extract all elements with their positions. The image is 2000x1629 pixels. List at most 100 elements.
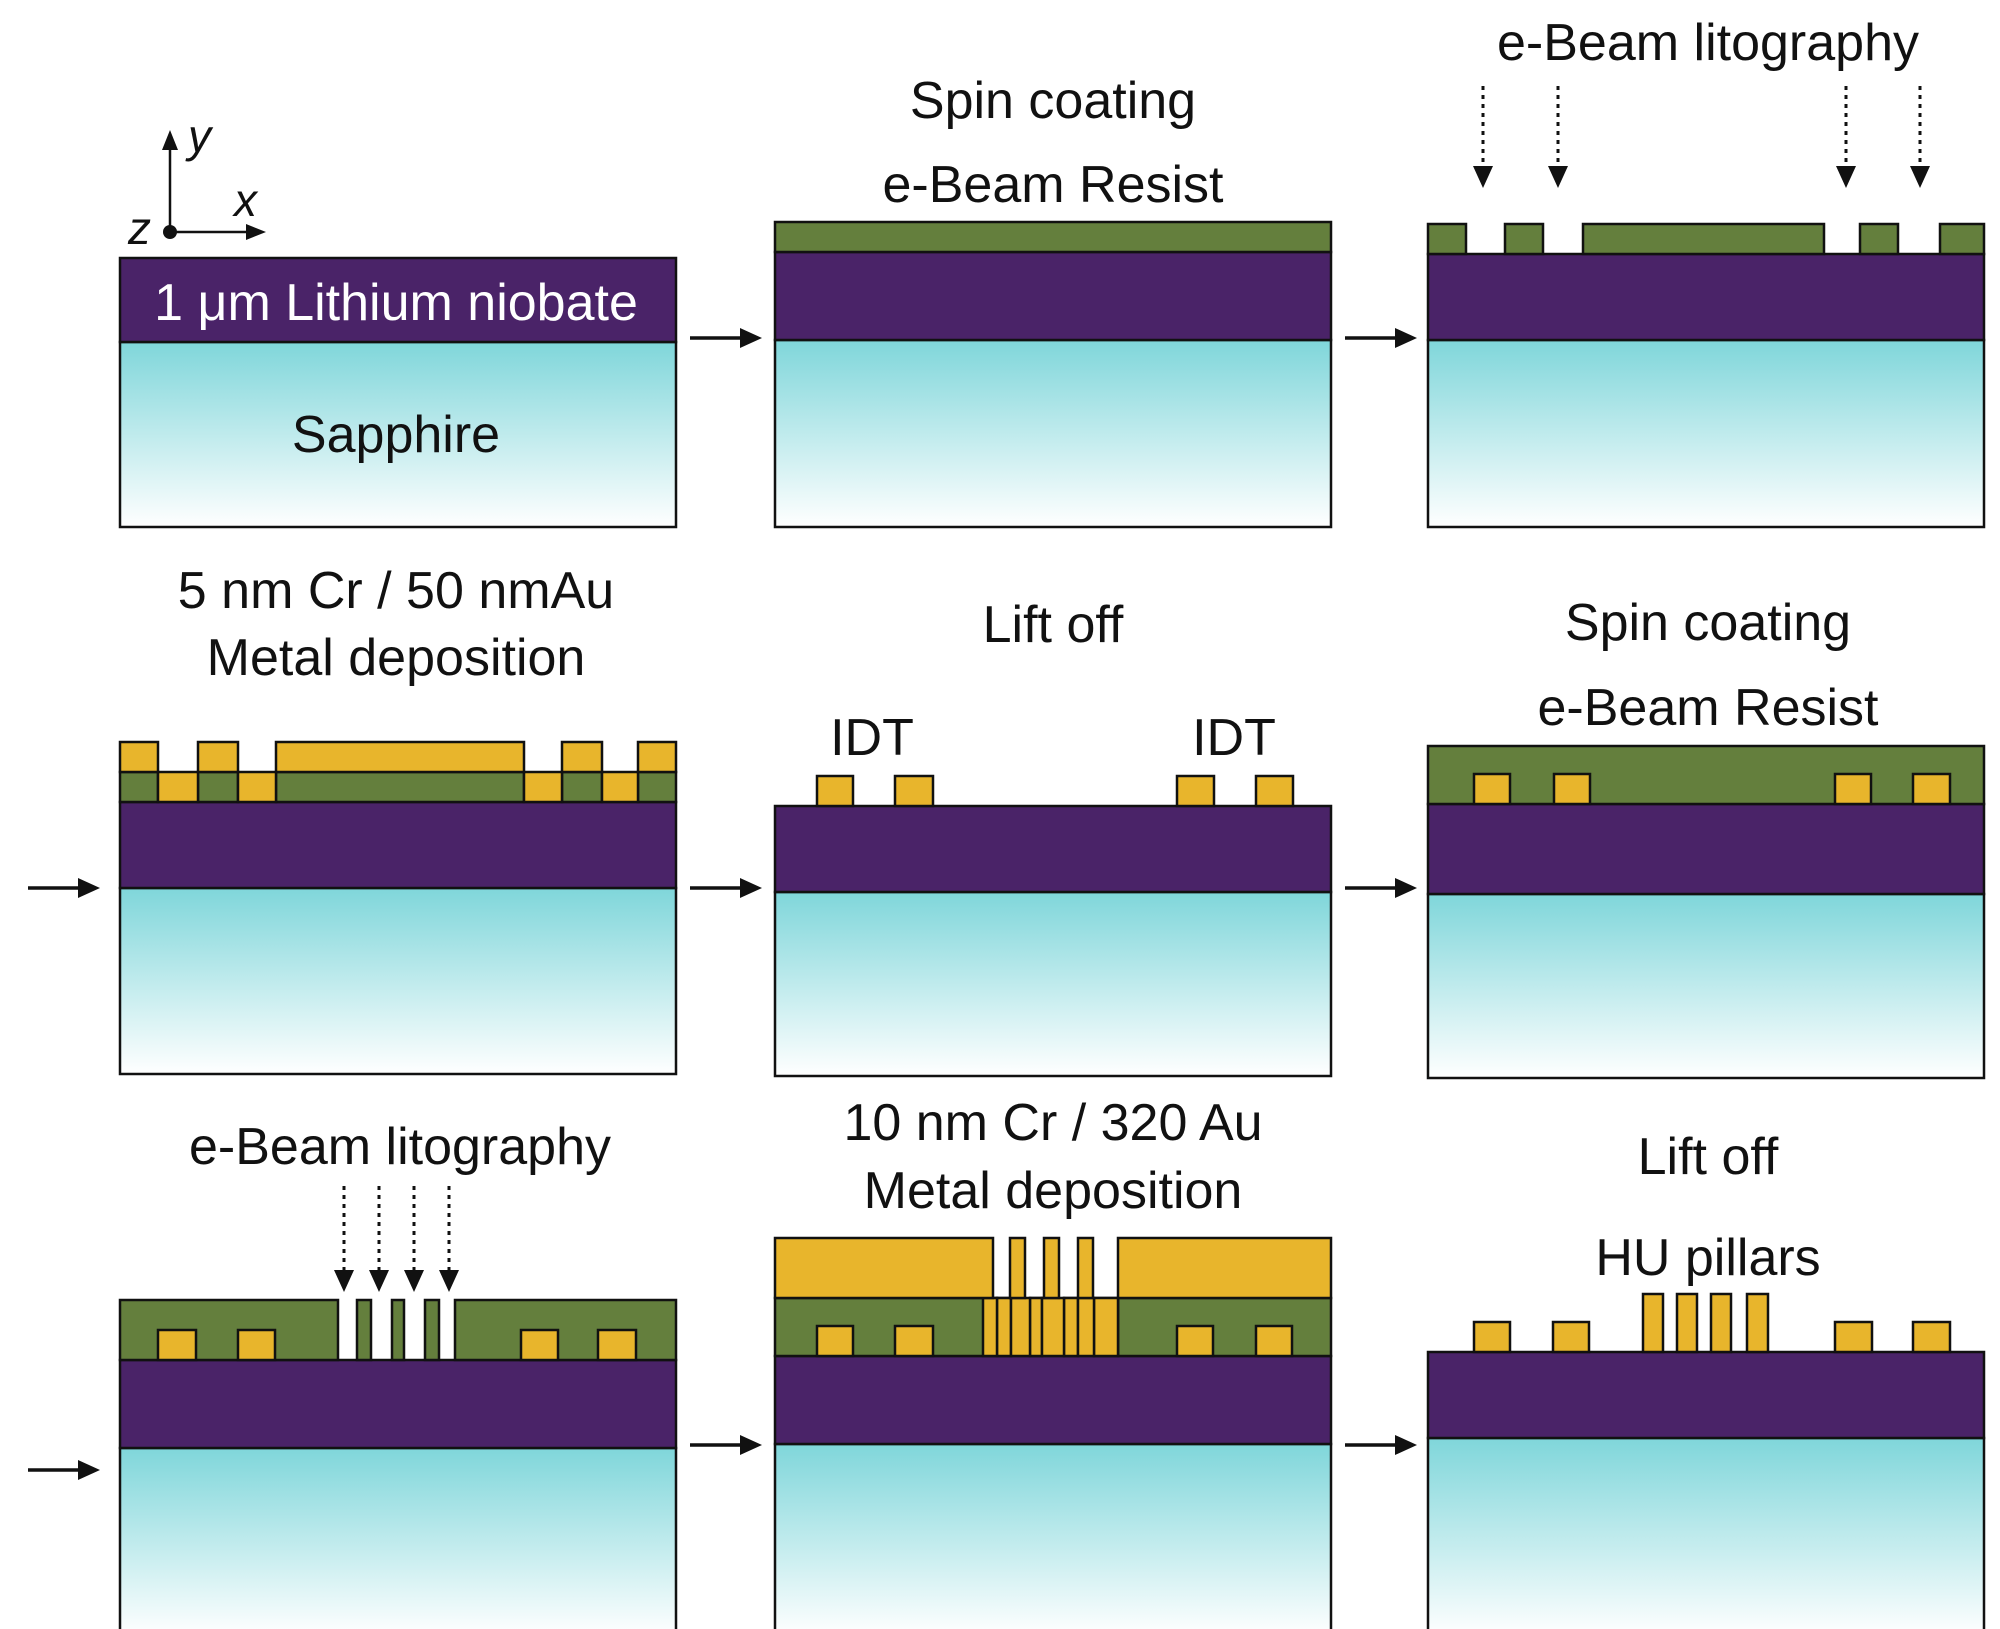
step8-idt-finger [815,1324,855,1358]
step4-resist-segment [274,770,526,804]
step6-lithium-niobate [1426,802,1986,896]
step4-gold-on-resist [274,740,526,774]
step8-resist-segment [773,1296,999,1358]
step8-gold-pillar [1040,1296,1066,1358]
step3-ebeam-arrow-head [1836,166,1856,188]
step8-gold-top-pillar [1042,1236,1061,1300]
step6-title-line1: Spin coating [1565,594,1851,652]
step7-idt-finger [156,1328,198,1362]
flow-arrow-3-4-head [78,878,100,898]
step1-sapphire [118,340,678,529]
step8-idt-finger [1254,1324,1294,1358]
step7-ebeam-arrow-head [369,1270,389,1292]
axis-label-x: x [232,174,259,226]
step6-title-line2: e-Beam Resist [1538,679,1880,737]
step2-sapphire [773,338,1333,529]
step8-gold-segment [995,1296,1013,1358]
step7-ebeam-arrow-head [439,1270,459,1292]
step9-idt-finger [1551,1320,1591,1354]
step4-title-line2: Metal deposition [207,629,586,687]
step6-idt-finger [1552,772,1592,806]
step9-title-line2: HU pillars [1595,1229,1820,1287]
step5-idt-finger [1254,774,1295,808]
step9-hu-pillar [1641,1292,1665,1354]
flow-arrow-5-6-head [1395,878,1417,898]
axis-x-head [246,224,266,240]
step7-idt-finger [596,1328,638,1362]
step4-gold-on-resist [118,740,160,774]
step3-ebeam-arrow-head [1910,166,1930,188]
process-shapes [28,86,1986,1629]
step8-idt-finger [1175,1324,1215,1358]
step8-idt-finger [893,1324,935,1358]
step9-title-line1: Lift off [1638,1128,1779,1186]
step5-idt-finger [815,774,855,808]
step9-lithium-niobate [1426,1350,1986,1440]
step4-resist-segment [636,770,678,804]
step7-idt-finger [236,1328,277,1362]
step9-hu-pillar [1709,1292,1733,1354]
step5-sapphire [773,890,1333,1078]
step9-idt-finger [1833,1320,1874,1354]
step8-sapphire [773,1442,1333,1629]
step5-idt-finger [1175,774,1216,808]
step4-lithium-niobate [118,800,678,890]
step8-gold-top-right [1116,1236,1333,1300]
flow-arrow-7-8-head [740,1435,762,1455]
step3-resist-segment [1581,222,1826,256]
step3-resist-segment [1858,222,1900,256]
step4-gold-in-gap [522,770,564,804]
step9-hu-pillar [1745,1292,1770,1354]
step8-title-line1: 10 nm Cr / 320 Au [843,1094,1262,1152]
step7-resist-segment [390,1298,406,1362]
step1-lithium-niobate [118,256,678,344]
step4-gold-on-resist [636,740,678,774]
step7-resist-segment [453,1298,678,1362]
step8-gold-pillar [1076,1296,1096,1358]
step9-sapphire [1426,1436,1986,1629]
sapphire-label: Sapphire [292,406,500,464]
step7-title: e-Beam litography [189,1118,611,1176]
step7-ebeam-arrow-head [334,1270,354,1292]
step5-lithium-niobate [773,804,1333,894]
step8-lithium-niobate [773,1354,1333,1446]
step8-gold-top-left [773,1236,995,1300]
step5-idt-finger [893,774,935,808]
flow-arrow-1-2-head [740,328,762,348]
step2-lithium-niobate [773,250,1333,342]
step6-idt-finger [1472,772,1512,806]
step9-idt-finger [1472,1320,1512,1354]
step6-idt-finger [1911,772,1952,806]
step6-sapphire [1426,892,1986,1080]
step7-resist-segment [355,1298,373,1362]
idt-label-left: IDT [830,709,914,767]
step8-gold-pillar [981,1296,999,1358]
step7-resist-segment [423,1298,441,1362]
step9-hu-pillar [1675,1292,1699,1354]
idt-label-right: IDT [1192,709,1276,767]
flow-arrow-2-3-head [1395,328,1417,348]
flow-arrow-6-7-head [78,1460,100,1480]
step8-gold-segment [1062,1296,1080,1358]
step5-title: Lift off [983,596,1124,654]
step3-ebeam-arrow-head [1548,166,1568,188]
step3-title: e-Beam litography [1497,14,1919,72]
step6-idt-finger [1833,772,1873,806]
step7-lithium-niobate [118,1358,678,1450]
step8-gold-segment [1092,1296,1120,1358]
step8-resist-segment [1116,1296,1333,1358]
step4-gold-in-gap [156,770,200,804]
step3-resist-segment [1503,222,1545,256]
axis-z-dot [163,225,177,239]
flow-arrow-8-9-head [1395,1435,1417,1455]
step3-ebeam-arrow-head [1473,166,1493,188]
step4-gold-in-gap [600,770,640,804]
step4-resist-segment [196,770,240,804]
step4-title-line1: 5 nm Cr / 50 nmAu [178,562,614,620]
step4-gold-on-resist [196,740,240,774]
step7-sapphire [118,1446,678,1629]
step7-idt-finger [519,1328,560,1362]
step8-gold-top-pillar [1008,1236,1027,1300]
step4-sapphire [118,886,678,1076]
